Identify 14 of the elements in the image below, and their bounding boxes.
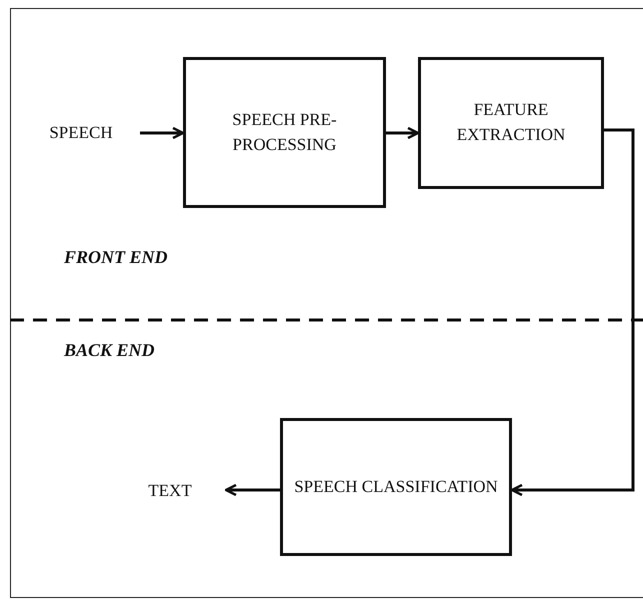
section-label: FRONT END xyxy=(64,247,168,268)
process-box xyxy=(418,57,604,189)
process-box xyxy=(280,418,512,556)
arrow xyxy=(140,126,184,140)
node-text: TEXT xyxy=(140,476,200,506)
node-text: SPEECH xyxy=(36,118,126,148)
box-text: FEATURE EXTRACTION xyxy=(456,99,566,146)
process-box xyxy=(183,57,386,208)
arrow xyxy=(510,128,634,496)
box-text: SPEECH PRE-PROCESSING xyxy=(231,108,338,156)
box-text: SPEECH CLASSIFICATION xyxy=(294,476,498,498)
section-label: BACK END xyxy=(64,340,155,361)
arrow xyxy=(224,484,280,496)
arrow xyxy=(386,126,420,140)
